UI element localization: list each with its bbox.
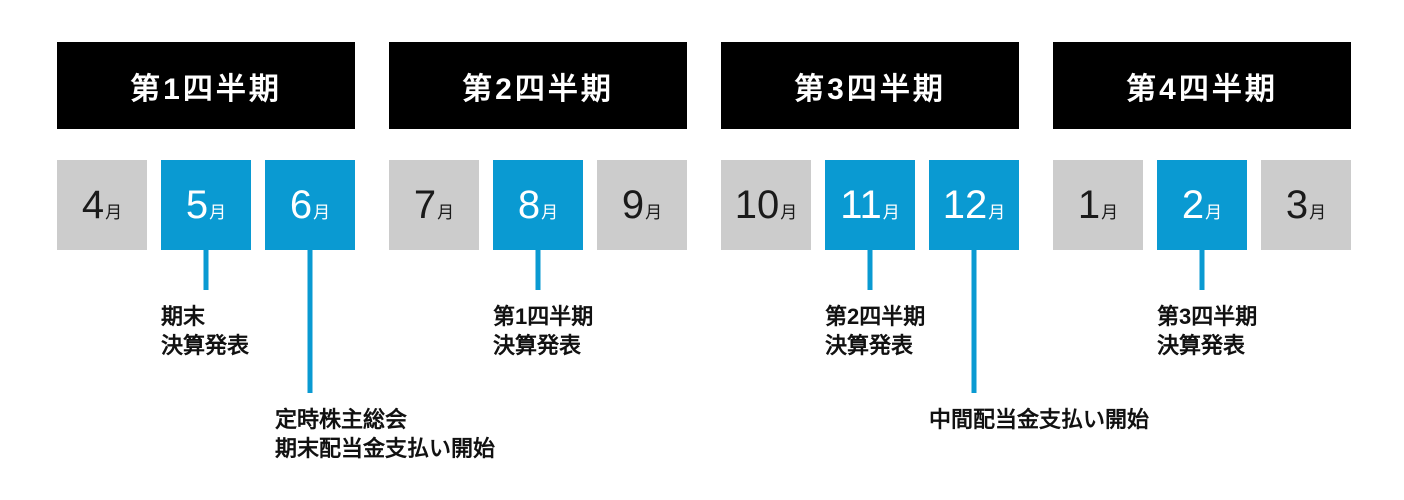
month-number: 7 (413, 183, 437, 227)
month-number: 3 (1285, 183, 1309, 227)
month-unit: 月 (209, 203, 227, 222)
event-label: 第2四半期 決算発表 (825, 302, 925, 360)
event-label-line2: 決算発表 (825, 333, 914, 359)
event-label-line2: 期末配当金支払い開始 (275, 436, 496, 462)
event-label: 定時株主総会 期末配当金支払い開始 (275, 405, 495, 463)
month-unit: 月 (541, 203, 559, 222)
month-number: 9 (621, 183, 645, 227)
event-label: 中間配当金支払い開始 (929, 405, 1149, 434)
month-unit: 月 (1205, 203, 1223, 222)
event-connector-line (203, 250, 209, 290)
event-connector-line (867, 250, 873, 290)
event-label-line1: 第3四半期 (1157, 304, 1258, 329)
month-number: 10 (734, 183, 780, 227)
month-unit: 月 (1101, 203, 1119, 222)
month-unit: 月 (882, 203, 900, 222)
quarter-4-header: 第4四半期 (1053, 42, 1351, 129)
month-number: 5 (185, 183, 209, 227)
event-connector-line (1199, 250, 1205, 290)
quarter-3-header: 第3四半期 (721, 42, 1019, 129)
month-unit: 月 (437, 203, 455, 222)
month-number: 12 (942, 183, 988, 227)
event-label-line2: 決算発表 (161, 333, 250, 359)
month-number: 11 (840, 183, 882, 227)
month-number: 1 (1077, 183, 1101, 227)
event-connector-line (535, 250, 541, 290)
month-unit: 月 (1309, 203, 1327, 222)
month-unit: 月 (105, 203, 123, 222)
event-label-line1: 定時株主総会 (275, 407, 408, 432)
month-number: 2 (1181, 183, 1205, 227)
event-label: 期末 決算発表 (161, 302, 249, 360)
month-unit: 月 (780, 203, 798, 222)
event-label-line2: 決算発表 (493, 333, 582, 359)
month-number: 4 (81, 183, 105, 227)
event-label-line1: 第1四半期 (493, 304, 594, 329)
month-unit: 月 (988, 203, 1006, 222)
quarter-2-header: 第2四半期 (389, 42, 687, 129)
event-label-line1: 中間配当金支払い開始 (929, 407, 1150, 432)
event-label-line1: 第2四半期 (825, 304, 926, 329)
quarter-1-header: 第1四半期 (57, 42, 355, 129)
event-connector-line (307, 250, 313, 393)
event-label-line2: 決算発表 (1157, 333, 1246, 359)
month-number: 6 (289, 183, 313, 227)
month-number: 8 (517, 183, 541, 227)
event-label: 第1四半期 決算発表 (493, 302, 593, 360)
month-unit: 月 (313, 203, 331, 222)
event-label-line1: 期末 (161, 304, 206, 329)
month-unit: 月 (645, 203, 663, 222)
event-label: 第3四半期 決算発表 (1157, 302, 1257, 360)
event-connector-line (971, 250, 977, 393)
